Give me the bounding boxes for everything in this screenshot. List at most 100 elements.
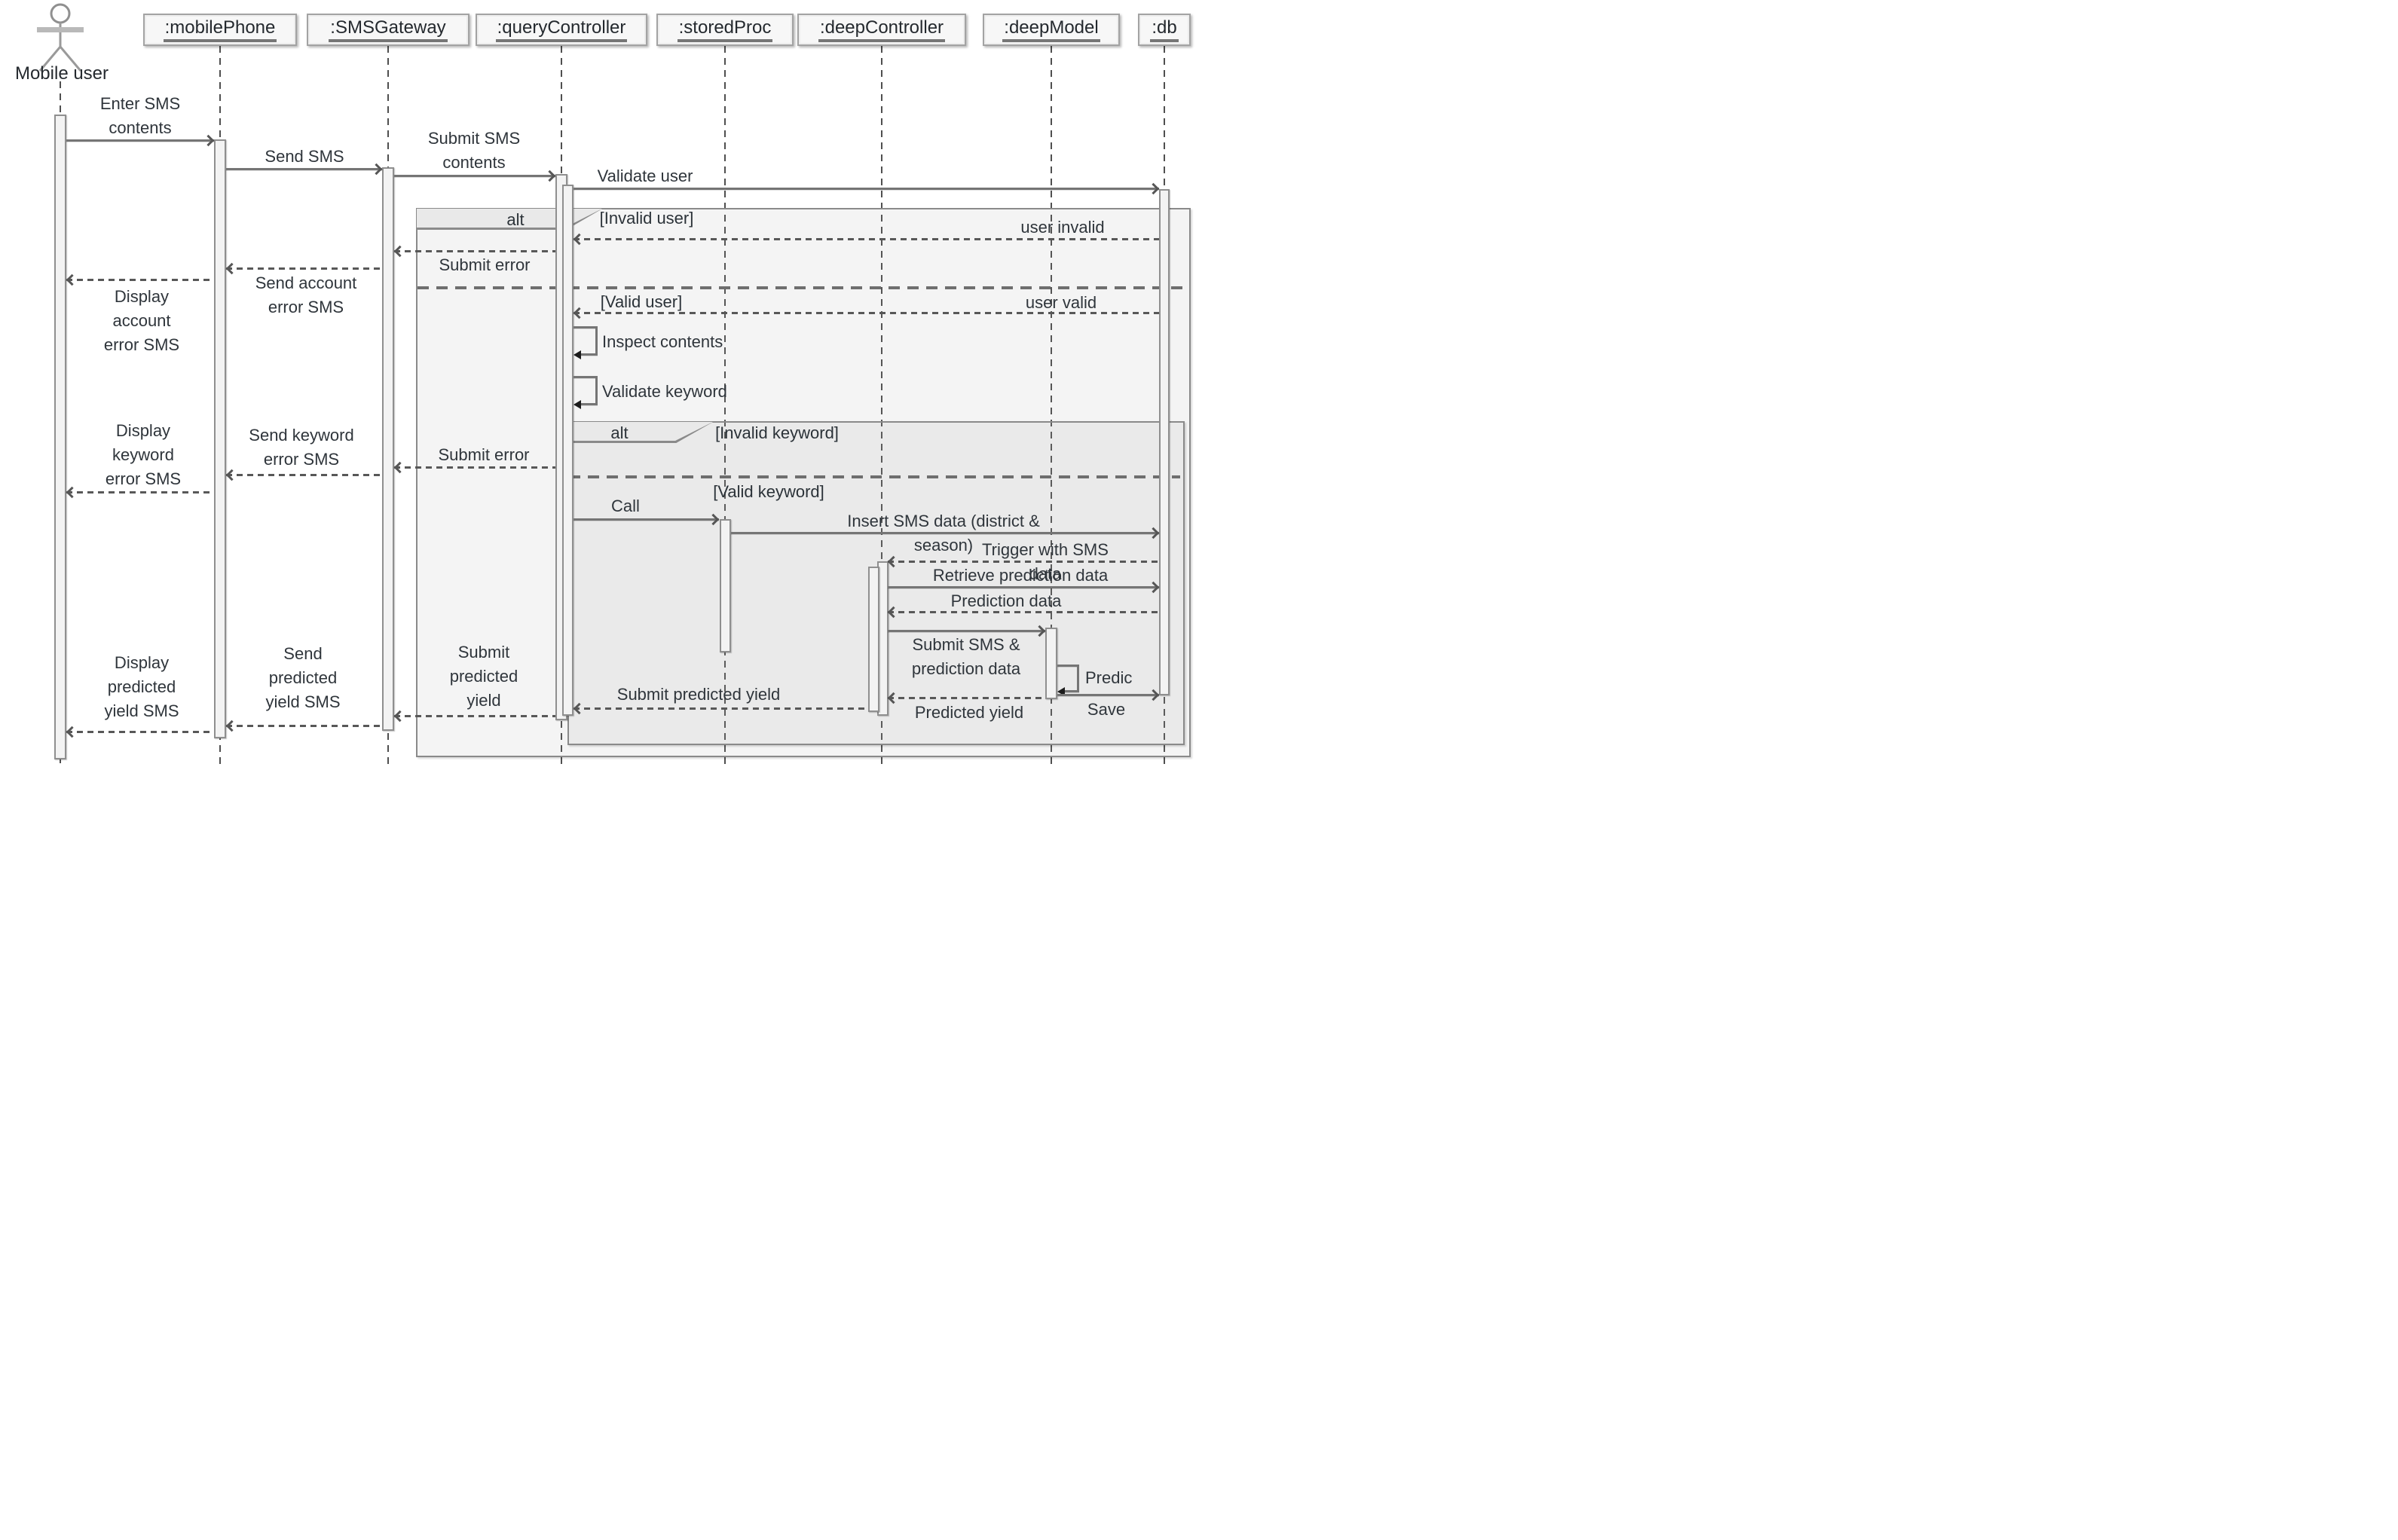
message-label-display-account-error-sms: Display account error SMS [103, 287, 180, 354]
self-message-top-predict-self [1057, 665, 1077, 667]
self-message-bottom-inspect-contents [580, 353, 598, 356]
activation-mobile-user-bar [54, 115, 66, 759]
self-message-top-inspect-contents [574, 326, 595, 328]
message-line-display-predicted-yield-sms [66, 731, 214, 733]
arrowhead-left-display-predicted-yield-sms [66, 726, 78, 738]
fragment-divider-alt-user [418, 286, 1186, 289]
arrowhead-left-send-keyword-error-sms [225, 469, 238, 481]
activation-query-controller-nested-bar [561, 185, 574, 716]
message-line-submit-sms-contents [394, 175, 555, 177]
self-message-bottom-validate-keyword [580, 403, 598, 405]
arrowhead-left-display-keyword-error-sms [66, 486, 78, 499]
message-label-send-account-error-sms: Send account error SMS [255, 273, 357, 316]
lifeline-deep-controller [881, 46, 882, 765]
message-line-submit-predicted-yield-sms [394, 715, 555, 717]
message-line-send-sms [226, 168, 382, 170]
activation-mobile-phone-bar [214, 139, 226, 738]
message-label-trigger-with-sms-data: Trigger with SMS data [982, 540, 1109, 583]
self-message-arrowhead-validate-keyword [574, 400, 581, 409]
message-line-submit-predicted-yield [574, 707, 867, 710]
message-line-retrieve-prediction-data [888, 586, 1159, 588]
message-line-user-valid [574, 312, 1159, 314]
message-label-submit-error-account: Submit error [439, 255, 531, 274]
arrowhead-left-send-predicted-yield-sms [225, 720, 238, 732]
arrowhead-right-enter-sms-contents [202, 134, 215, 147]
arrowhead-left-display-account-error-sms [66, 273, 78, 286]
message-label-submit-predicted-yield-sms: Submit predicted yield [449, 643, 518, 710]
message-label-enter-sms-contents: Enter SMS contents [99, 94, 181, 137]
participant-header-deep-controller: :deepController [797, 14, 966, 46]
participant-header-db: :db [1138, 14, 1191, 46]
participant-label-db: :db [1150, 17, 1179, 42]
participant-label-mobile-user: Mobile user [14, 63, 109, 84]
activation-deep-model-bar [1045, 628, 1057, 699]
fragment-operator-alt-keyword: alt [610, 423, 629, 442]
message-line-send-keyword-error-sms [226, 474, 382, 476]
arrowhead-right-submit-sms-contents [543, 170, 556, 182]
message-label-send-predicted-yield-sms: Send predicted yield SMS [265, 644, 341, 711]
message-label-user-valid: user valid [1025, 293, 1097, 312]
message-label-user-invalid: user invalid [1020, 218, 1105, 237]
guard-alt-user-1: [Valid user] [600, 292, 683, 311]
message-line-display-keyword-error-sms [66, 491, 214, 493]
message-label-prediction-data: Prediction data [950, 591, 1062, 610]
fragment-operator-alt-user: alt [506, 210, 525, 229]
participant-header-deep-model: :deepModel [983, 14, 1120, 46]
participant-label-query-controller: :queryController [495, 17, 628, 42]
message-line-submit-error-keyword [394, 466, 555, 469]
activation-deep-controller-nested-bar [867, 567, 879, 712]
participant-header-sms-gateway: :SMSGateway [307, 14, 470, 46]
self-message-top-validate-keyword [574, 376, 595, 378]
message-label-retrieve-prediction-data: Retrieve prediction data [932, 566, 1109, 585]
message-line-prediction-data [888, 611, 1159, 613]
participant-header-mobile-phone: :mobilePhone [143, 14, 297, 46]
self-message-arrowhead-predict-self [1057, 687, 1065, 696]
arrowhead-left-submit-error-keyword [393, 461, 406, 474]
participant-label-sms-gateway: :SMSGateway [329, 17, 448, 42]
message-line-user-invalid [574, 238, 1159, 240]
lifeline-deep-model [1051, 46, 1052, 765]
self-message-side-predict-self [1077, 665, 1079, 690]
message-label-predicted-yield: Predicted yield [914, 703, 1024, 722]
fragment-divider-alt-keyword [569, 475, 1180, 478]
arrowhead-left-send-account-error-sms [225, 262, 238, 275]
message-label-validate-user: Validate user [597, 167, 693, 185]
participant-header-query-controller: :queryController [476, 14, 647, 46]
message-line-save [1057, 694, 1159, 696]
message-label-validate-keyword: Validate keyword [602, 382, 727, 401]
message-label-submit-sms-contents: Submit SMS contents [427, 129, 521, 172]
message-line-predicted-yield [888, 697, 1045, 699]
message-line-submit-sms-prediction-data [888, 630, 1045, 632]
message-line-send-account-error-sms [226, 267, 382, 270]
message-label-display-predicted-yield-sms: Display predicted yield SMS [104, 653, 179, 720]
message-line-submit-error-account [394, 250, 555, 252]
activation-sms-gateway-bar [382, 167, 394, 731]
message-line-trigger-with-sms-data [888, 561, 1159, 563]
activation-stored-proc-bar [719, 519, 731, 652]
participant-header-stored-proc: :storedProc [656, 14, 794, 46]
message-label-save: Save [1087, 700, 1126, 719]
self-message-side-inspect-contents [595, 326, 598, 353]
message-label-predict-self: Predic [1085, 668, 1133, 687]
message-label-send-keyword-error-sms: Send keyword error SMS [249, 426, 354, 469]
message-label-submit-predicted-yield: Submit predicted yield [616, 685, 781, 704]
guard-alt-keyword-0: [Invalid keyword] [715, 423, 839, 442]
arrowhead-right-send-sms [370, 163, 383, 176]
guard-alt-user-0: [Invalid user] [599, 209, 694, 228]
message-label-send-sms: Send SMS [265, 147, 344, 166]
participant-label-mobile-phone: :mobilePhone [163, 17, 277, 42]
lifeline-stored-proc [724, 46, 726, 765]
arrowhead-right-validate-user [1147, 182, 1160, 195]
participant-label-deep-model: :deepModel [1002, 17, 1100, 42]
arrowhead-left-submit-predicted-yield-sms [393, 710, 406, 723]
message-label-call: Call [611, 497, 640, 515]
arrowhead-left-submit-error-account [393, 245, 406, 258]
self-message-arrowhead-inspect-contents [574, 350, 581, 359]
message-label-inspect-contents: Inspect contents [602, 332, 723, 351]
message-line-enter-sms-contents [66, 139, 214, 142]
message-line-send-predicted-yield-sms [226, 725, 382, 727]
activation-db-bar [1159, 189, 1170, 695]
self-message-bottom-predict-self [1064, 690, 1079, 692]
message-line-insert-sms-data [731, 532, 1159, 534]
message-line-display-account-error-sms [66, 279, 214, 281]
